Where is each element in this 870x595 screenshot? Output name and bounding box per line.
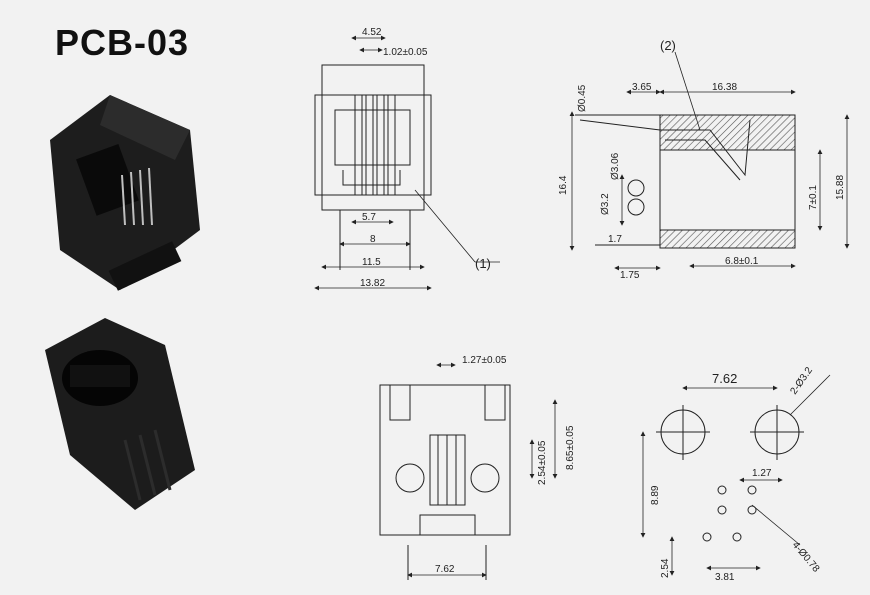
- dim-side-1-75: 1.75: [620, 270, 640, 281]
- dim-side-dia-0-45: Ø0.45: [577, 84, 588, 112]
- callout-2: (2): [660, 38, 676, 53]
- rear-view-dimensions: [407, 362, 558, 578]
- dim-pcb-2-dia-3-2: 2-Ø3.2: [788, 365, 815, 397]
- dim-side-6-8: 6.8±0.1: [725, 256, 759, 267]
- side-view-drawing: [575, 114, 796, 249]
- dim-pcb-2-54: 2.54: [660, 558, 671, 578]
- dim-rear-1-27: 1.27±0.05: [462, 355, 507, 366]
- dim-rear-8-65: 8.65±0.05: [565, 425, 576, 470]
- dim-side-3-65: 3.65: [632, 82, 652, 93]
- dim-side-1-7: 1.7: [608, 234, 622, 245]
- dim-side-16-38: 16.38: [712, 82, 737, 93]
- dim-rear-2-54: 2.54±0.05: [537, 440, 548, 485]
- callout-1: (1): [475, 256, 491, 271]
- dim-side-dia-3-06: Ø3.06: [610, 152, 621, 180]
- dim-pcb-7-62: 7.62: [712, 371, 737, 386]
- dim-side-dia-3-2: Ø3.2: [600, 193, 611, 215]
- dim-front-8: 8: [370, 234, 376, 245]
- dim-front-1-02: 1.02±0.05: [383, 47, 428, 58]
- dim-side-7: 7±0.1: [808, 185, 819, 210]
- dim-pcb-3-81: 3.81: [715, 572, 735, 583]
- rear-view-drawing: [379, 384, 511, 580]
- front-view-drawing: [314, 64, 432, 270]
- dim-side-15-88: 15.88: [835, 175, 846, 200]
- dim-front-13-82: 13.82: [360, 278, 385, 289]
- dim-rear-7-62: 7.62: [435, 564, 455, 575]
- connector-photo-angled: [50, 95, 200, 291]
- side-view-dimensions: [569, 51, 850, 271]
- connector-photo-rear: [45, 318, 195, 510]
- front-view-dimensions: [314, 35, 500, 291]
- dim-front-11-5: 11.5: [362, 257, 381, 268]
- pcb-layout-dimensions: [640, 374, 831, 576]
- dim-front-4-52: 4.52: [362, 27, 382, 38]
- dim-side-16-4: 16.4: [558, 175, 569, 195]
- dim-front-5-7: 5.7: [362, 212, 376, 223]
- product-title: PCB-03: [55, 22, 190, 63]
- pcb-layout-drawing: [656, 405, 804, 542]
- dim-pcb-8-89: 8.89: [650, 485, 661, 505]
- dim-pcb-4-dia-0-78: 4-Ø0.78: [790, 540, 822, 575]
- dim-pcb-1-27: 1.27: [752, 468, 772, 479]
